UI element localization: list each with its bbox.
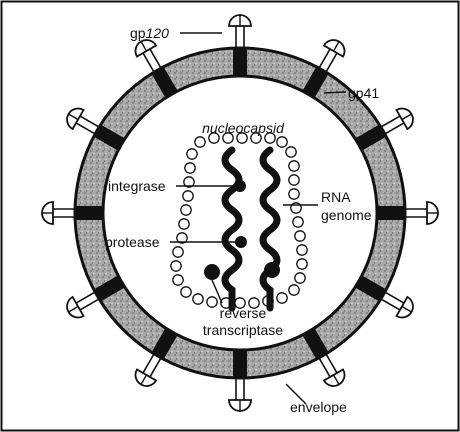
capsid-bead <box>295 231 305 241</box>
capsid-bead <box>297 245 307 255</box>
label-genome: genome <box>321 207 372 223</box>
capsid-bead <box>297 259 307 269</box>
label-reverse: reverse <box>220 305 267 321</box>
capsid-bead <box>181 205 191 215</box>
spike-stalk <box>405 209 427 217</box>
spike-stalk <box>236 378 244 400</box>
label-gp120: gp120 <box>130 25 169 41</box>
capsid-bead <box>179 219 189 229</box>
label-protease: protease <box>105 234 160 250</box>
capsid-bead <box>207 297 217 307</box>
capsid-bead <box>295 273 305 283</box>
protease-dot <box>235 236 247 248</box>
capsid-bead <box>286 147 296 157</box>
capsid-bead <box>193 294 203 304</box>
rna-strand-left <box>225 150 239 308</box>
capsid-bead <box>181 287 191 297</box>
capsid-bead <box>289 285 299 295</box>
gp41-block <box>378 206 406 220</box>
capsid-bead <box>171 261 181 271</box>
capsid-bead <box>277 137 287 147</box>
label-rna: RNA <box>321 189 351 205</box>
label-transcriptase: transcriptase <box>203 322 283 338</box>
label-nucleocapsid: nucleocapsid <box>202 120 285 136</box>
reverse-transcriptase-dot-left <box>204 264 220 280</box>
capsid-bead <box>277 293 287 303</box>
label-envelope: envelope <box>290 399 347 415</box>
capsid-bead <box>185 163 195 173</box>
gp41-leader <box>324 92 346 93</box>
reverse-transcriptase-dot-right <box>264 262 280 278</box>
label-integrase: integrase <box>108 178 166 194</box>
gp41-block <box>74 206 102 220</box>
capsid-bead <box>293 217 303 227</box>
gp41-block <box>233 47 247 75</box>
label-gp41: gp41 <box>348 85 379 101</box>
capsid-bead <box>183 191 193 201</box>
capsid-bead <box>289 161 299 171</box>
gp41-block <box>233 351 247 379</box>
capsid-bead <box>173 275 183 285</box>
capsid-bead <box>289 189 299 199</box>
capsid-bead <box>289 175 299 185</box>
rna-strand-right <box>263 150 277 308</box>
capsid-bead <box>195 137 205 147</box>
capsid-bead <box>173 247 183 257</box>
spike-stalk <box>53 209 75 217</box>
capsid-bead <box>187 149 197 159</box>
integrase-dot <box>234 180 246 192</box>
spike-stalk <box>236 26 244 48</box>
